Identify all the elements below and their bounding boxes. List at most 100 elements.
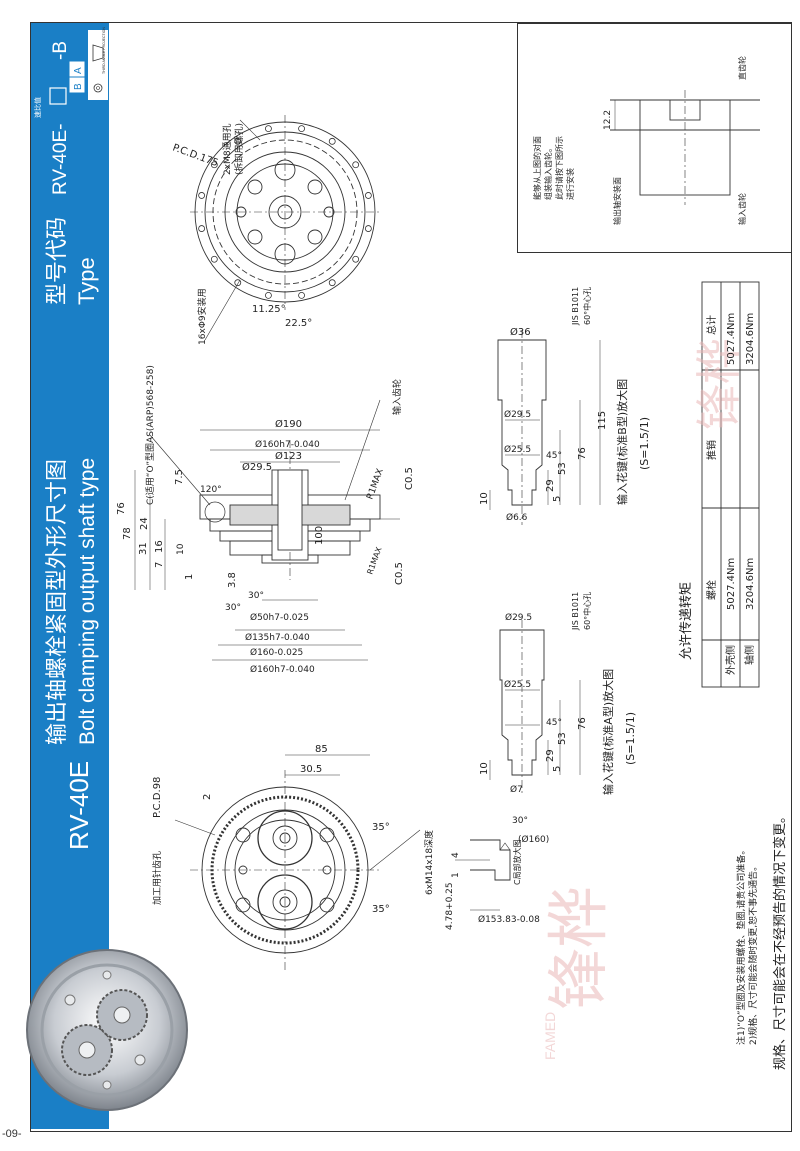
spline-a-d7: Ø7 <box>510 784 523 795</box>
watermarks: 锋桦 锋桦 FAMED <box>542 338 746 1060</box>
c-detail-4-78: 4.78+0.25 <box>445 882 455 930</box>
spline-a-title: 输入花键(标准A型)放大图 <box>601 669 615 795</box>
spline-b-drawing <box>489 330 601 525</box>
section-3-8: 3.8 <box>227 572 238 588</box>
mounting-hole <box>210 255 218 263</box>
section-d190: Ø190 <box>275 418 302 430</box>
band-model: RV-40E <box>64 761 94 850</box>
inset-line-3: 此时请按下图所示 <box>554 136 564 200</box>
section-view <box>134 429 400 661</box>
watermark-large: 锋桦 <box>542 886 615 1010</box>
note-2: 2)规格、尺寸可能会随时变更,恕不事先通告。 <box>747 862 759 1045</box>
spline-b-jis: JIS B1011 <box>571 287 580 326</box>
mounting-hole <box>265 291 272 299</box>
top-view-holes <box>198 125 372 299</box>
spline-b-76: 76 <box>577 447 588 460</box>
spline-b-d36: Ø36 <box>510 326 531 338</box>
bottom-30-5: 30.5 <box>300 764 322 775</box>
inset-spur-gear: 直齿轮 <box>737 56 747 80</box>
section-1: 1 <box>184 574 195 580</box>
footer-note: 规格、尺寸可能会在不经预告的情况下变更。 <box>772 810 788 1070</box>
watermark-mid: 锋桦 <box>692 338 746 430</box>
spline-a-drawing <box>489 620 581 795</box>
mounting-hole <box>352 161 360 169</box>
section-78: 78 <box>122 527 133 540</box>
section-7: 7 <box>154 562 165 568</box>
spline-a-5: 5 <box>552 766 563 772</box>
section-c05b: C0.5 <box>394 562 405 585</box>
mounting-hole <box>265 125 272 133</box>
spline-b-scale: (S=1.5/1) <box>638 417 651 470</box>
section-10: 10 <box>176 543 186 555</box>
torque-r1-total: 5027.4Nm <box>726 313 737 365</box>
section-d29-5: Ø29.5 <box>242 461 272 473</box>
band-title-cn: 输出轴螺栓紧固型外形尺寸图 <box>45 459 70 745</box>
mounting-hole <box>328 137 336 145</box>
inset-shaft-surface: 输出轴安装面 <box>612 177 622 225</box>
section-d135: Ø135h7-0.040 <box>245 632 310 643</box>
spline-a-10: 10 <box>479 762 490 775</box>
inset-dim: 12.2 <box>603 110 613 130</box>
spline-b-53: 53 <box>557 462 568 475</box>
section-120deg: 120° <box>200 485 222 495</box>
type-box-b: B <box>73 83 84 90</box>
spline-b-title: 输入花键(标准B型)放大图 <box>615 379 629 505</box>
bottom-view <box>190 754 380 970</box>
leader-lines <box>149 119 421 871</box>
mounting-hole <box>364 192 372 199</box>
spline-a-45deg: 45° <box>546 718 562 728</box>
bottom-85: 85 <box>315 744 328 755</box>
spline-b-d29-5: Ø29.5 <box>504 409 531 420</box>
c-detail-d153: Ø153.83-0.08 <box>478 914 540 925</box>
torque-title: 允许传递转矩 <box>678 582 694 660</box>
band-texts: RV-40E 输出轴螺栓紧固型外形尺寸图 Bolt clamping outpu… <box>33 41 99 850</box>
bottom-bolts: 6xM14x18深度 <box>423 830 435 895</box>
band-type-suffix: -B <box>50 41 71 60</box>
band-title-en: Bolt clamping output shaft type <box>76 458 99 745</box>
c-detail-1: 1 <box>451 872 461 878</box>
type-box-a: A <box>73 67 84 74</box>
inset-input-gear: 输入齿轮 <box>737 193 747 225</box>
section-d160c: Ø160h7-0.040 <box>250 664 315 675</box>
torque-r2-total: 3204.6Nm <box>745 313 756 365</box>
top-m8-note: (拆卸用螺孔) <box>233 123 245 175</box>
page-border <box>30 22 792 1132</box>
spline-b-115: 115 <box>597 411 608 430</box>
c-detail-4: 4 <box>451 852 461 858</box>
mounting-hole <box>328 279 336 287</box>
spline-a-d29-5: Ø29.5 <box>505 612 532 623</box>
torque-r2-label: 轴侧 <box>743 645 756 665</box>
mounting-hole <box>198 192 206 199</box>
mounting-hole <box>352 255 360 263</box>
section-input-gear: 输入齿轮 <box>391 379 403 415</box>
inset-drawing <box>610 90 760 205</box>
top-pcd-label: P.C.D.175 <box>171 142 220 169</box>
mounting-hole <box>364 225 372 232</box>
spline-a-center: 60°中心孔 <box>582 592 592 630</box>
section-r1max: R1MAX <box>365 467 385 501</box>
c-detail-title: C局部放大图 <box>512 839 522 885</box>
c-detail-30deg: 30° <box>512 816 528 826</box>
section-24: 24 <box>139 517 150 530</box>
bottom-35b: 35° <box>372 904 390 915</box>
c-detail-d160: (Ø160) <box>518 834 549 845</box>
section-100: 100 <box>314 526 325 545</box>
mounting-hole <box>210 161 218 169</box>
inset-line-1: 能够从上图的对面 <box>532 136 542 200</box>
side-band <box>31 23 109 1129</box>
mounting-hole <box>234 279 242 287</box>
spline-b-29: 29 <box>545 479 556 492</box>
watermark-en: FAMED <box>542 1012 558 1060</box>
spline-b-5: 5 <box>552 496 563 502</box>
section-16: 16 <box>154 540 165 553</box>
bottom-2: 2 <box>202 794 213 800</box>
section-r1max-2: R1MAX <box>365 545 383 575</box>
band-type-cn: 型号代码 <box>45 217 70 305</box>
section-7-5: 7.5 <box>174 469 185 485</box>
section-c05a: C0.5 <box>404 467 415 490</box>
type-option-boxes: A B <box>69 61 85 93</box>
top-angle-2: 22.5° <box>285 318 312 329</box>
inset-note-box <box>517 23 792 253</box>
spline-b-center: 60°中心孔 <box>582 287 592 325</box>
section-d50: Ø50h7-0.025 <box>250 612 309 623</box>
